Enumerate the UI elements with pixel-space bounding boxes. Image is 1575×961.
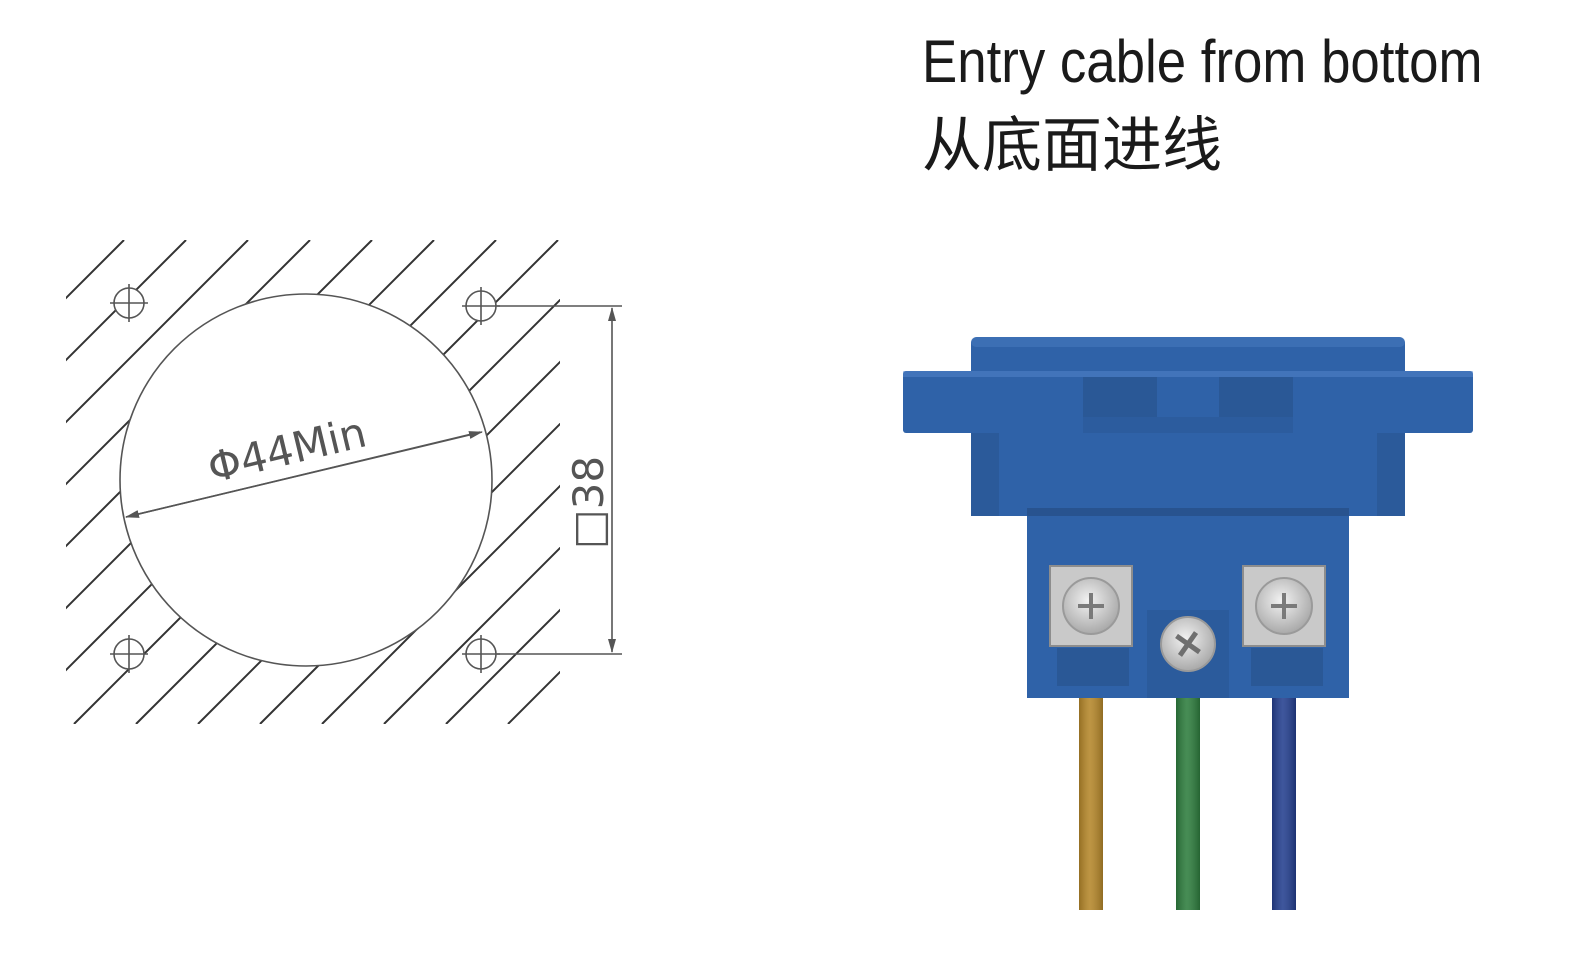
hatch-line <box>321 484 560 724</box>
wire-blue <box>1272 698 1296 910</box>
mounting-hole-top-right <box>462 287 500 325</box>
hatch-line <box>383 546 560 724</box>
wire-green <box>1176 698 1200 910</box>
title-english: Entry cable from bottom <box>922 28 1483 95</box>
title-block: Entry cable from bottom 从底面进线 <box>922 22 1559 186</box>
screw-slot-left <box>1078 593 1104 619</box>
terminal-right <box>1242 565 1326 647</box>
title-chinese: 从底面进线 <box>922 111 1222 181</box>
hatch-line <box>66 240 249 424</box>
wire-brown <box>1079 698 1103 910</box>
hatch-line <box>445 608 560 724</box>
socket-illustration <box>903 337 1473 910</box>
hatch-line <box>0 240 62 724</box>
mounting-hole-top-left <box>110 284 148 322</box>
square-label: □38 <box>564 456 613 549</box>
panel-cutout-drawing: Φ44Min □38 <box>0 240 622 724</box>
screw-slot-right <box>1271 593 1297 619</box>
hatch-line <box>66 240 125 300</box>
cutout-circle <box>119 293 493 667</box>
terminal-left <box>1049 565 1133 647</box>
mounting-hole-bottom-left <box>110 635 148 673</box>
earth-screw <box>1160 616 1216 672</box>
mounting-hole-bottom-right <box>462 635 500 673</box>
hatch-line <box>66 240 187 362</box>
diameter-dimension-line-2 <box>125 431 483 518</box>
